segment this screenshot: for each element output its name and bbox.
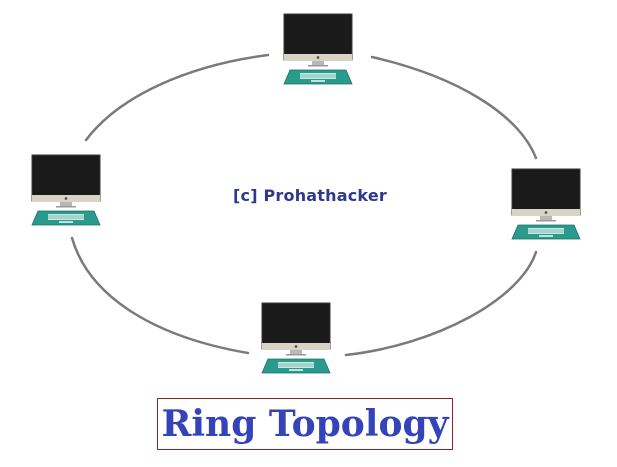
desktop-computer-icon [31,154,101,226]
diagram-title: Ring Topology [161,403,449,445]
diagram-title-box: Ring Topology [157,398,453,450]
desktop-computer-icon [283,13,353,85]
link-right-bottom [344,250,538,357]
desktop-computer-icon [261,302,331,374]
computer-top [280,12,356,88]
computer-right [508,167,584,243]
watermark-text: [c] Prohathacker [233,186,387,205]
computer-bottom [258,301,334,377]
desktop-computer-icon [511,168,581,240]
link-top-right [370,55,538,160]
link-bottom-left [70,236,250,355]
computer-left [28,153,104,229]
link-left-top [84,53,270,142]
